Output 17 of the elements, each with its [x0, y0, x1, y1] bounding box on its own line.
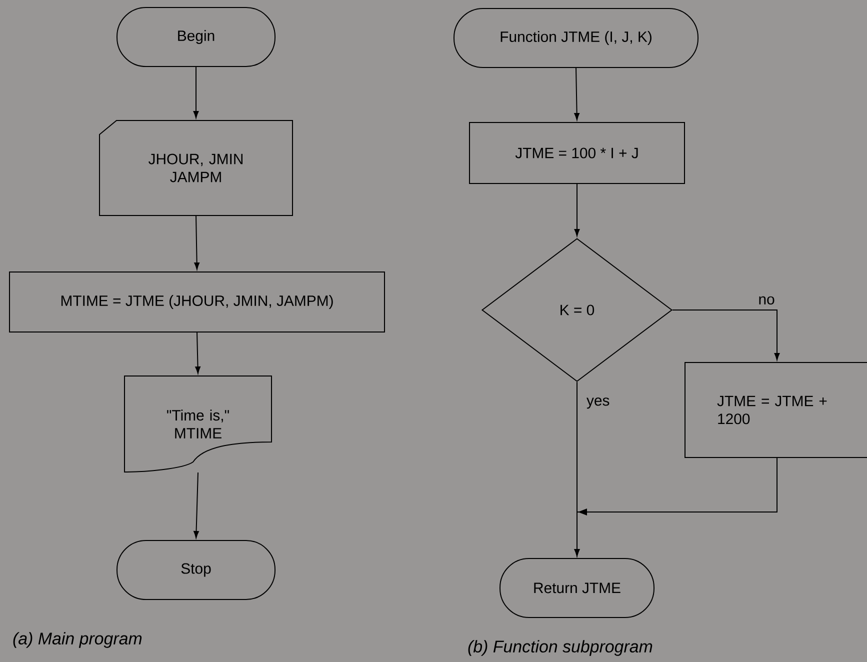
arrow	[574, 458, 778, 556]
arrow	[195, 332, 200, 374]
arrow	[194, 216, 200, 270]
arrow	[672, 310, 780, 360]
caption: (a) Main program	[13, 632, 142, 648]
edge-label: yes	[586, 398, 610, 409]
arrow	[193, 66, 199, 118]
arrow	[194, 472, 199, 538]
input-card: JHOUR, JMIN JAMPM	[99, 120, 293, 216]
process-box: MTIME = JTME (JHOUR, JMIN, JAMPM)	[9, 272, 385, 332]
edge-label: no	[759, 296, 774, 304]
process-box: JTME = JTME + 1200	[684, 362, 867, 458]
caption: (b) Function subprogram	[468, 640, 652, 656]
process-box: JTME = 100 * I + J	[469, 122, 685, 184]
arrow	[574, 184, 580, 236]
arrow	[574, 68, 580, 120]
output-document: "Time is," MTIME	[124, 376, 272, 472]
